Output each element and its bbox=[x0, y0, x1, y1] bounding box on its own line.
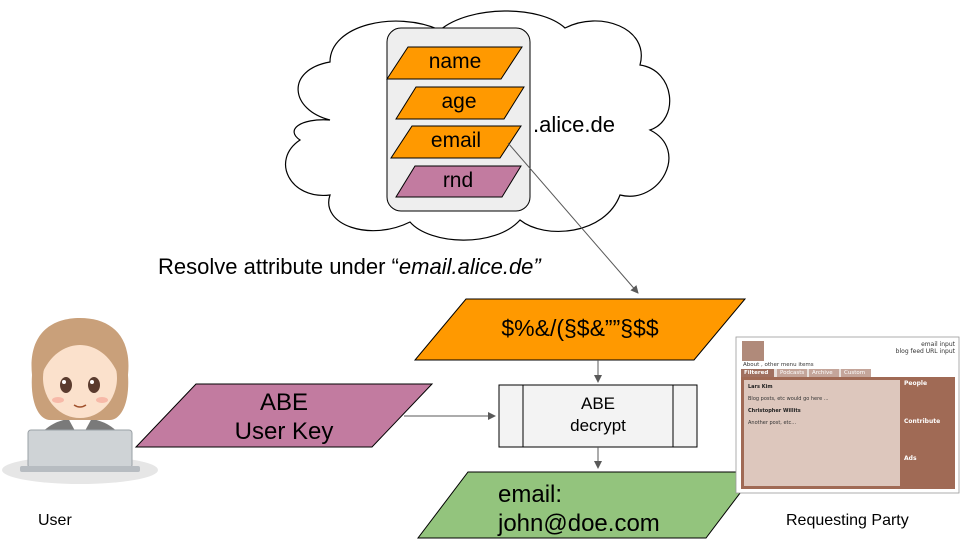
result-shape bbox=[416, 471, 758, 539]
result-label: email: john@doe.com bbox=[498, 480, 660, 538]
attribute-rnd-label: rnd bbox=[442, 169, 474, 192]
abe-key-label: ABE User Key bbox=[184, 388, 384, 446]
user-label: User bbox=[38, 512, 72, 529]
attribute-age-label: age bbox=[441, 90, 477, 113]
attribute-name-label: name bbox=[428, 50, 482, 73]
decrypt-line2: decrypt bbox=[570, 416, 626, 435]
website-post2-author: Christopher Willits bbox=[748, 408, 801, 414]
abe-key-line1: ABE bbox=[259, 389, 309, 416]
website-post1-text: Blog posts, etc would go here ... bbox=[748, 396, 829, 402]
website-side-ads: Ads bbox=[904, 455, 917, 462]
resolve-caption-prefix: Resolve attribute under “ bbox=[158, 254, 399, 279]
result-line2: john@doe.com bbox=[498, 510, 660, 537]
ciphertext-shape bbox=[413, 298, 747, 361]
website-post2-text: Another post, etc... bbox=[748, 420, 797, 426]
website-side-people: People bbox=[904, 380, 928, 387]
abe-key-line2: User Key bbox=[234, 418, 334, 445]
decrypt-line1: ABE bbox=[580, 394, 616, 413]
website-thumbnail bbox=[735, 336, 960, 494]
requesting-party-label: Requesting Party bbox=[786, 512, 909, 529]
website-tab-podcasts[interactable]: Podcasts bbox=[780, 370, 805, 376]
attribute-name-shape bbox=[386, 46, 523, 80]
website-tab-filtered[interactable]: Filtered bbox=[744, 370, 769, 376]
website-post1-author: Lars Kim bbox=[748, 384, 773, 390]
domain-label: .alice.de bbox=[533, 112, 615, 137]
decrypt-label: ABE decrypt bbox=[523, 393, 673, 437]
ciphertext-label: $%&/(§$&””§$$ bbox=[501, 315, 659, 341]
result-line1: email: bbox=[498, 481, 563, 508]
attribute-age-shape bbox=[395, 86, 525, 120]
attribute-rnd-shape bbox=[395, 165, 522, 198]
website-header-right-1: email input bbox=[921, 341, 955, 348]
resolve-caption-target: email.alice.de” bbox=[398, 254, 541, 279]
website-header-right-2: blog feed URL input bbox=[895, 348, 955, 355]
resolve-caption: Resolve attribute under “email.alice.de” bbox=[158, 254, 541, 280]
attribute-email-shape bbox=[390, 125, 522, 159]
resolve-arrow bbox=[507, 142, 639, 294]
website-tab-archive[interactable]: Archive bbox=[812, 370, 833, 376]
abe-key-shape bbox=[134, 383, 434, 448]
website-menu: About , other menu items bbox=[743, 362, 814, 368]
website-tab-custom[interactable]: Custom bbox=[844, 370, 866, 376]
user-avatar bbox=[2, 318, 158, 484]
website-side-contribute: Contribute bbox=[904, 418, 941, 425]
attribute-email-label: email bbox=[430, 129, 482, 152]
